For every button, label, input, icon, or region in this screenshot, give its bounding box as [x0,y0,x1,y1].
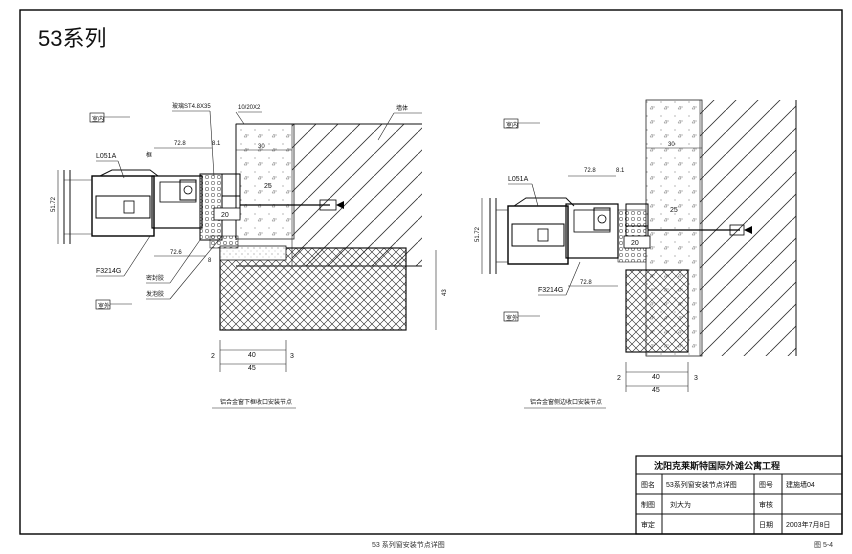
title-block-drawing-name: 53系列窗安装节点详图 [666,480,737,489]
left-label-foam: 发泡胶 [146,290,164,298]
right-caption: 铝合金窗侧边收口安装节点 [530,398,602,406]
series-title: 53系列 [38,26,106,51]
left-dim-40: 40 [248,352,256,359]
right-dim-72-8b: 72.8 [580,280,592,286]
left-dim-30: 30 [258,144,265,150]
title-block-drafter: 刘大为 [670,500,691,509]
left-wall-concrete [235,123,295,240]
right-dim-8-1: 8.1 [616,168,625,174]
right-dim-20: 20 [631,240,639,247]
left-label-frame: 框 [146,151,152,159]
left-wall-diagonal [292,124,422,266]
left-side-bottom-label: 室外 [98,302,110,310]
left-side-top-label: 室内 [92,115,104,123]
title-block-reviewer-label: 审核 [759,500,773,509]
title-block-drawing-no: 建施墙04 [786,480,815,489]
right-dim-2: 2 [617,375,621,382]
left-label-sealant: 密封胶 [146,274,164,282]
right-profile-code-a: L051A [508,176,529,183]
right-detail: 室内 室外 L051A F3214G 72.8 8.1 30 25 20 72.… [475,99,797,409]
left-dim-45: 45 [248,365,256,372]
right-profile-code-b: F3214G [538,287,563,294]
right-sill-stone [625,269,689,353]
title-block-drawing-name-label: 图名 [641,480,655,489]
right-dim-25: 25 [670,207,678,214]
right-dim-45: 45 [652,387,660,394]
right-dim-3: 3 [694,375,698,382]
left-label-wall: 墙体 [396,104,408,112]
left-profile-code-a: L051A [96,153,117,160]
left-dim-72-6: 72.6 [170,250,182,256]
title-block-drawing-no-label: 图号 [759,481,773,489]
right-dim-40: 40 [652,374,660,381]
left-dim-height: 51.72 [51,196,57,212]
left-detail: 室内 室外 玻璃ST4.8X35 10/20X2 墙体 L051A F3214G… [51,102,448,409]
left-dim-43: 43 [442,289,448,296]
left-dim-25: 25 [264,183,272,190]
title-block: 沈阳克莱斯特国际外滩公寓工程 图名 53系列窗安装节点详图 图号 建施墙04 制… [635,455,843,535]
left-window-frame [91,175,155,237]
title-block-project: 沈阳克莱斯特国际外滩公寓工程 [654,460,780,471]
left-dim-72-8: 72.8 [174,141,186,147]
left-label-section: 10/20X2 [238,105,261,111]
footer-caption: 53 系列窗安装节点详图 [372,542,445,549]
right-window-frame [507,205,569,265]
left-dim-2: 2 [211,353,215,360]
right-dim-72-8: 72.8 [584,168,596,174]
left-profile-code-b: F3214G [96,268,121,275]
sheet-border [19,9,843,535]
right-side-top-label: 室内 [506,121,518,129]
left-dim-8: 8 [208,258,212,264]
left-sill-stone [219,247,407,331]
right-side-bottom-label: 室外 [506,314,518,322]
figure-number: 图 5-4 [814,542,834,549]
left-dim-3: 3 [290,353,294,360]
title-block-date: 2003年7月8日 [786,520,830,529]
left-dim-20: 20 [221,212,229,219]
title-block-approver-label: 审定 [641,520,655,529]
left-caption: 铝合金窗下框收口安装节点 [220,398,292,406]
right-dim-height: 51.72 [475,226,481,242]
title-block-drafter-label: 制图 [641,500,655,509]
title-block-date-label: 日期 [759,521,773,529]
left-dim-8-1: 8.1 [212,141,221,147]
left-label-screw: 玻璃ST4.8X35 [172,102,211,110]
right-dim-30: 30 [668,142,675,148]
